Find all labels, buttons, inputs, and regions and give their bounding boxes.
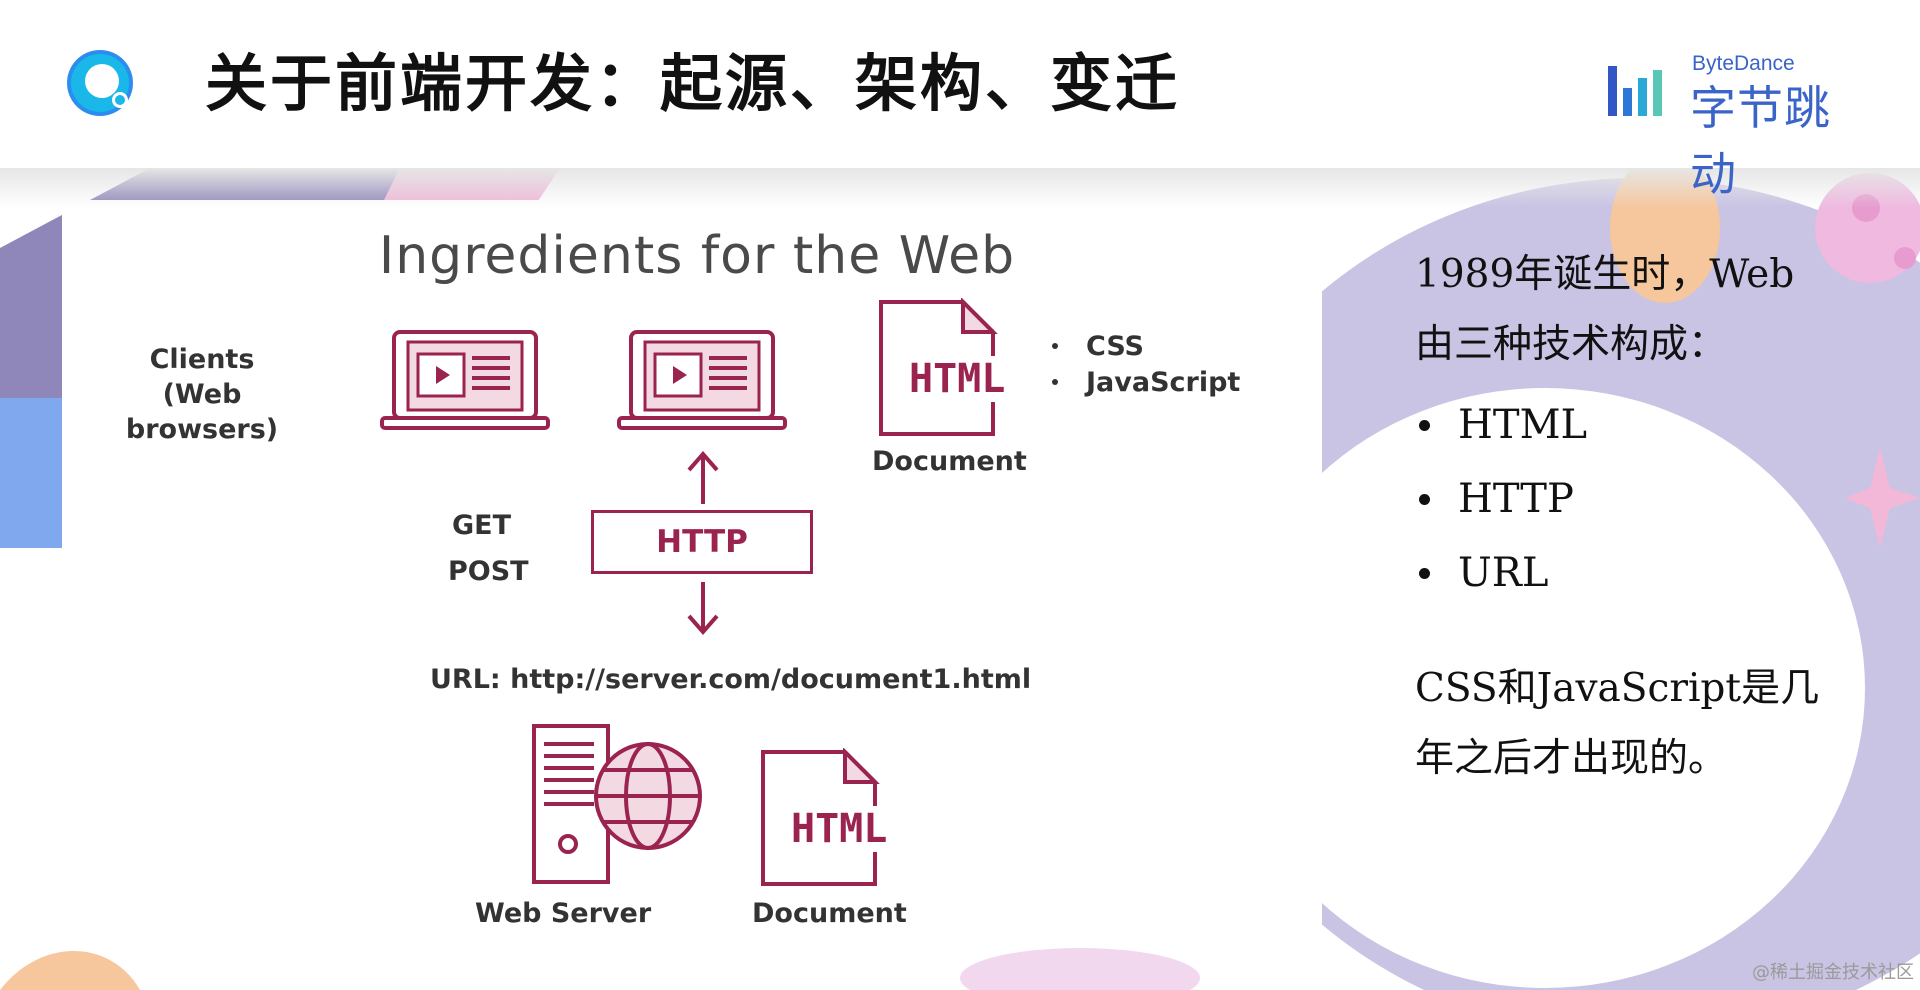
web-ingredients-diagram: Ingredients for the Web Clients (Web bro… bbox=[62, 200, 1322, 945]
laptop-icon bbox=[380, 330, 550, 430]
list-item: HTML bbox=[1415, 388, 1835, 462]
web-server-icon bbox=[532, 724, 702, 884]
clients-label: Clients (Web browsers) bbox=[125, 344, 279, 445]
header-shadow bbox=[0, 168, 1920, 208]
slide-notes: 1989年诞生时，Web 由三种技术构成： HTML HTTP URL CSS和… bbox=[1415, 240, 1835, 794]
brand-name-zh: 字节跳动 bbox=[1690, 81, 1831, 201]
document-label: Document bbox=[752, 898, 907, 929]
arrow-down-icon bbox=[687, 582, 719, 636]
post-label: POST bbox=[448, 556, 529, 587]
arrow-up-icon bbox=[687, 450, 719, 504]
html-document-icon: HTML bbox=[759, 747, 899, 888]
http-protocol-box: HTTP bbox=[591, 510, 813, 574]
web-tech-list: HTML HTTP URL bbox=[1415, 388, 1835, 610]
list-item: URL bbox=[1415, 536, 1835, 610]
app-logo-icon bbox=[67, 50, 133, 116]
html-document-icon: HTML bbox=[877, 297, 1017, 438]
bytedance-bars-icon bbox=[1608, 66, 1662, 116]
brand-name-en: ByteDance bbox=[1692, 52, 1795, 75]
document-label: Document bbox=[872, 446, 1027, 477]
bytedance-logo: ByteDance 字节跳动 bbox=[1608, 52, 1866, 201]
page-title: 关于前端开发：起源、架构、变迁 bbox=[205, 47, 1181, 120]
bullet-item: CSS bbox=[1052, 328, 1240, 364]
web-server-label: Web Server bbox=[475, 898, 652, 929]
slide-header: 关于前端开发：起源、架构、变迁 ByteDance 字节跳动 bbox=[0, 0, 1920, 201]
laptop-icon bbox=[617, 330, 787, 430]
intro-text: 1989年诞生时，Web 由三种技术构成： bbox=[1415, 252, 1795, 367]
diagram-title: Ingredients for the Web bbox=[378, 226, 1016, 286]
tech-bullet-list: CSS JavaScript bbox=[1052, 328, 1240, 400]
watermark: @稀土掘金技术社区 bbox=[1752, 962, 1914, 983]
list-item: HTTP bbox=[1415, 462, 1835, 536]
bullet-item: JavaScript bbox=[1052, 364, 1240, 400]
note-text: CSS和JavaScript是几 年之后才出现的。 bbox=[1415, 666, 1820, 781]
url-label: URL: http://server.com/document1.html bbox=[430, 664, 1032, 695]
get-label: GET bbox=[452, 510, 512, 541]
